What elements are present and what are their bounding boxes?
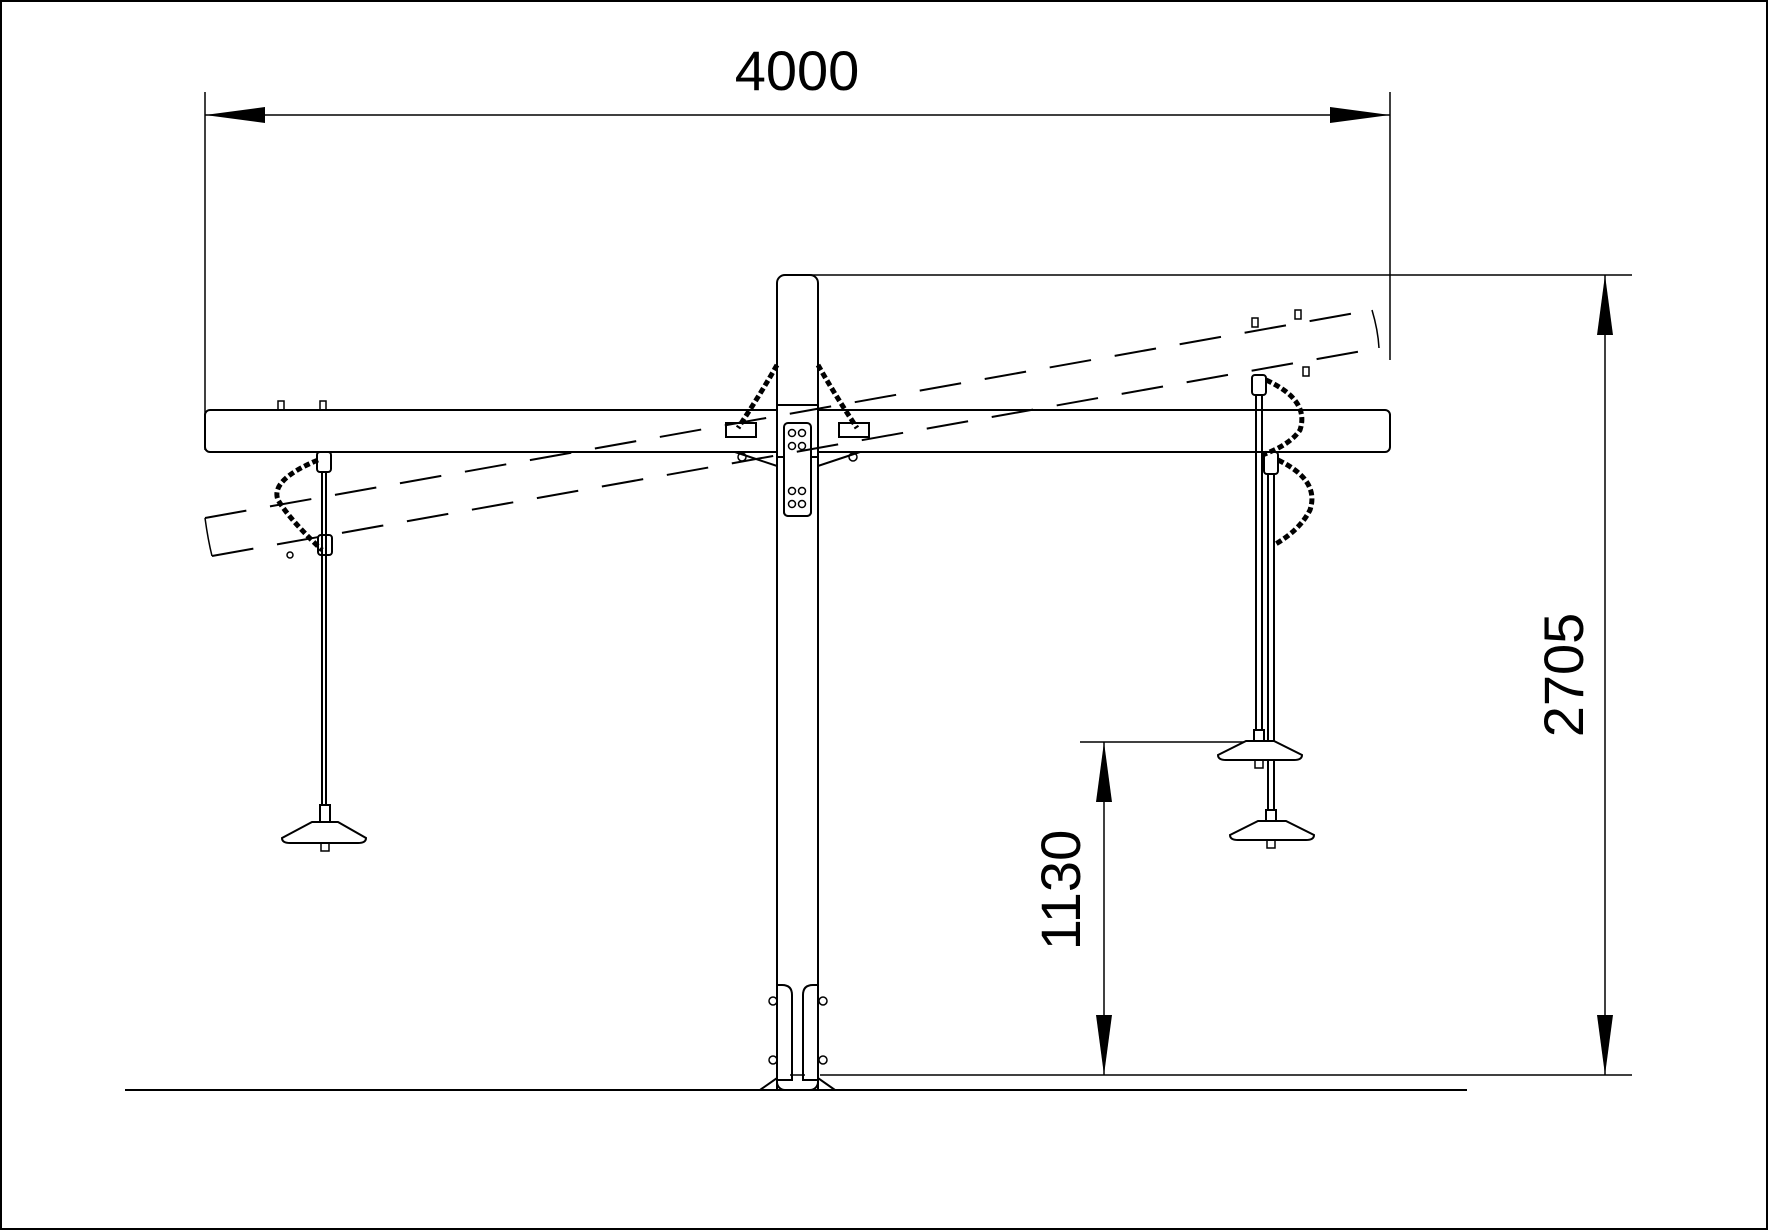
width-arrow-right <box>1330 107 1390 123</box>
seat-height-dimension: 1130 <box>1029 741 1265 1075</box>
tilted-beam-outline <box>204 309 1380 557</box>
left-seat-assembly <box>274 451 368 852</box>
post-chain-right <box>815 363 860 430</box>
central-post <box>734 274 861 1091</box>
seat-arrow-bottom <box>1096 1015 1112 1075</box>
width-arrow-left <box>205 107 265 123</box>
right-seat-assembly <box>1216 309 1316 849</box>
seat-height-label: 1130 <box>1029 830 1092 950</box>
seesaw-beam <box>204 400 1391 517</box>
total-height-label: 2705 <box>1532 613 1595 738</box>
height-arrow-top <box>1597 275 1613 335</box>
width-dimension: 4000 <box>204 39 1391 450</box>
seat-arrow-top <box>1096 742 1112 802</box>
total-height-dimension: 2705 <box>808 274 1632 1075</box>
width-label: 4000 <box>735 39 860 102</box>
height-arrow-bottom <box>1597 1015 1613 1075</box>
